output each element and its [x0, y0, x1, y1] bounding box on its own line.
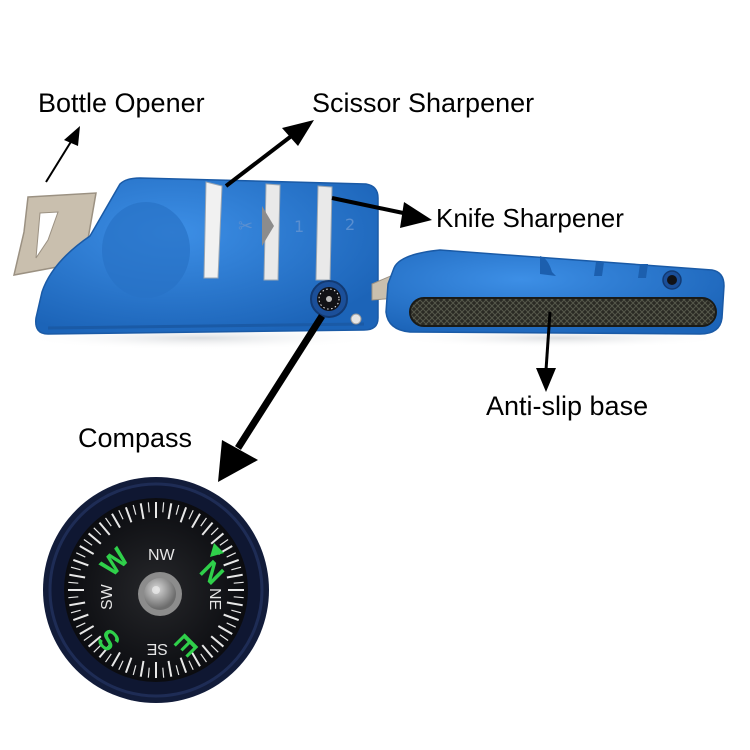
slot-mark-1: 1: [294, 217, 304, 236]
compass-tick: [87, 635, 102, 648]
compass-tick: [167, 503, 173, 520]
compass-tick: [162, 502, 165, 513]
compass-tick: [70, 566, 81, 571]
label-scissor-sharpener: Scissor Sharpener: [312, 88, 535, 118]
compass-tick: [210, 644, 219, 653]
compass-tick: [233, 596, 244, 599]
compass-tick: [72, 613, 89, 622]
compass-tick: [223, 558, 240, 567]
compass-tick: [124, 506, 133, 523]
compass-tick: [191, 651, 201, 667]
compass-tick: [69, 601, 86, 607]
compass-tick: [200, 517, 207, 527]
compass-tick: [132, 504, 137, 515]
compass-tick: [162, 667, 165, 678]
compass-tick: [75, 552, 86, 558]
compass-closeup: N E S W NE SE SW NW: [43, 477, 269, 703]
compass-nw: NW: [148, 547, 176, 564]
compass-tick: [201, 644, 214, 659]
label-anti-slip-base: Anti-slip base: [486, 391, 649, 421]
compass-tick: [147, 667, 150, 678]
compass-tick: [79, 545, 95, 555]
compass-tick: [124, 657, 133, 674]
compass-tick: [200, 653, 207, 663]
compass-tick: [231, 566, 242, 571]
compass-tick: [210, 635, 225, 648]
compass-tick: [93, 527, 102, 536]
compass-tick: [83, 539, 93, 546]
compass-tick: [191, 513, 201, 529]
compass-tick: [179, 657, 188, 674]
compass-tick: [167, 660, 173, 677]
slot-mark-scissor: ✂: [238, 216, 253, 237]
compass-tick: [139, 660, 145, 677]
compass-tick: [147, 502, 150, 513]
compass-tick: [132, 665, 137, 676]
sharpener-side-view: [371, 249, 725, 335]
compass-tick: [93, 644, 102, 653]
compass-tick: [188, 509, 194, 520]
compass-se: SE: [147, 640, 168, 657]
compass-tick: [175, 665, 180, 676]
compass-tick: [223, 613, 240, 622]
compass-tick: [217, 625, 233, 635]
compass-tick: [188, 660, 194, 671]
compass-tick: [233, 581, 244, 584]
label-bottle-opener: Bottle Opener: [38, 88, 205, 118]
sharpener-body: [35, 177, 379, 335]
compass-tick: [111, 513, 121, 529]
compass-icon: [310, 280, 362, 325]
compass-tick: [87, 532, 102, 545]
compass-tick: [98, 521, 111, 536]
label-compass: Compass: [78, 423, 193, 453]
compass-tick: [118, 509, 124, 520]
compass-sw: SW: [99, 583, 116, 610]
compass-tick: [226, 552, 237, 558]
slot-mark-2: 2: [345, 215, 355, 234]
compass-tick: [79, 625, 95, 635]
compass-tick: [175, 504, 180, 515]
compass-tick: [68, 596, 79, 599]
compass-tick: [118, 660, 124, 671]
compass-tick: [231, 609, 242, 614]
compass-tick: [75, 622, 86, 628]
compass-tick: [201, 521, 214, 536]
compass-tick: [139, 503, 145, 520]
anti-slip-pad: [409, 297, 717, 327]
compass-tick: [83, 634, 93, 641]
compass-tick: [70, 609, 81, 614]
compass-tick: [219, 634, 229, 641]
compass-tick: [105, 517, 112, 527]
compass-tick: [98, 644, 111, 659]
callout-arrows: [45, 120, 556, 482]
compass-tick: [72, 558, 89, 567]
compass-ne: NE: [206, 588, 223, 610]
compass-tick: [226, 573, 243, 579]
compass-tick: [111, 651, 121, 667]
compass-tick: [68, 581, 79, 584]
label-knife-sharpener: Knife Sharpener: [436, 203, 624, 233]
compass-tick: [219, 539, 229, 546]
compass-tick: [226, 622, 237, 628]
compass-tick: [69, 573, 86, 579]
compass-tick: [105, 653, 112, 663]
compass-tick: [226, 601, 243, 607]
compass-tick: [210, 527, 219, 536]
compass-tick: [179, 506, 188, 523]
compass-tick: [210, 532, 225, 545]
